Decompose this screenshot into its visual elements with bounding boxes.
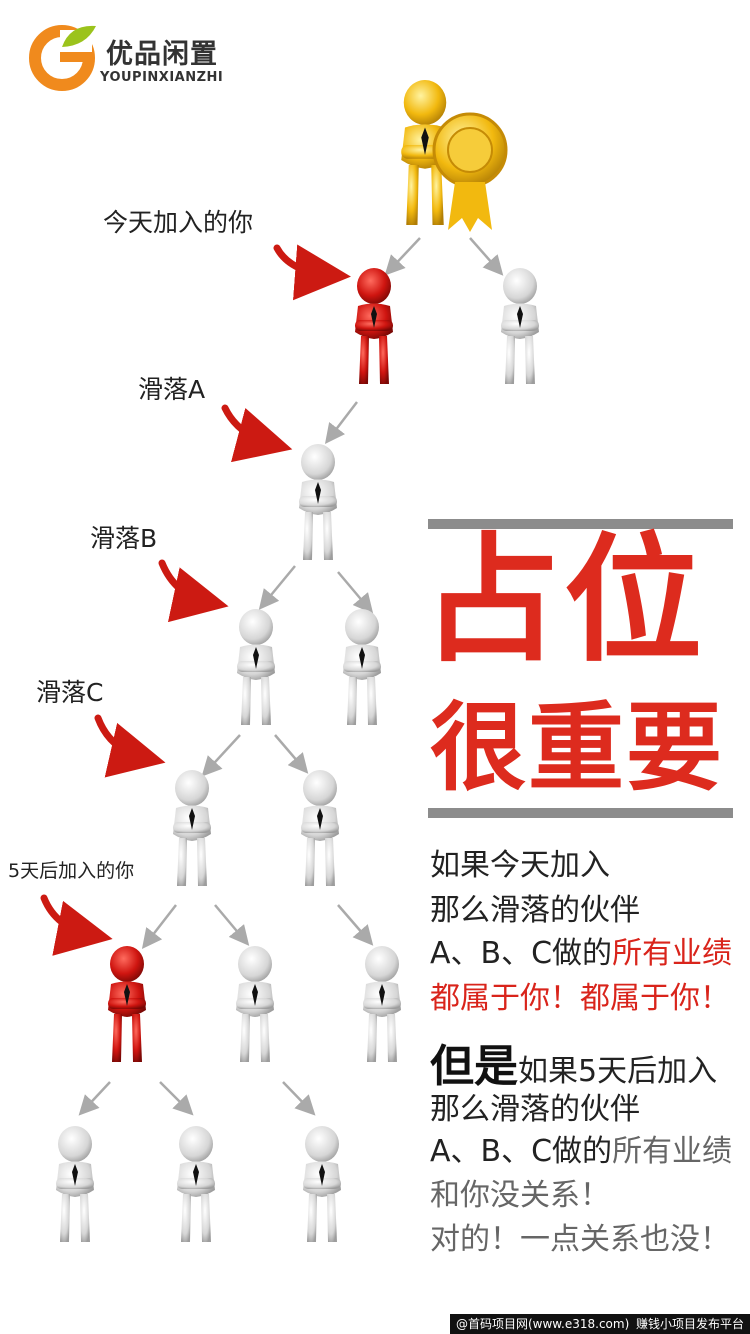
text-line-4: 都属于你！都属于你！ (430, 981, 730, 1016)
text-line-2: 那么滑落的伙伴 (430, 893, 640, 928)
headline-line1: 占位 (422, 520, 707, 681)
divider-top (428, 519, 733, 529)
red-figure-today (355, 268, 393, 384)
headline-line2: 很重要 (430, 692, 724, 804)
logo-name: 优品闲置 (106, 39, 218, 70)
text-line-8: 和你没关系！ (430, 1178, 610, 1213)
divider-bottom (428, 808, 733, 818)
text-line-9: 对的！一点关系也没！ (430, 1222, 730, 1257)
footer-watermark-slogan: 赚钱小项目发布平台 (630, 1314, 750, 1334)
footer-watermark-site: @首码项目网(www.e318.com) (450, 1314, 636, 1334)
gold-leader-figure (401, 80, 508, 232)
label-later-join: 5天后加入的你 (8, 860, 135, 882)
text-line-7: A、B、C做的所有业绩 (430, 1134, 733, 1169)
logo-subtitle: YOUPINXIANZHI (100, 70, 224, 85)
label-slide-c: 滑落C (36, 678, 104, 707)
text-line-3: A、B、C做的所有业绩 (430, 936, 733, 971)
label-slide-b: 滑落B (90, 524, 158, 553)
text-line-5: 但是如果5天后加入 (430, 1041, 718, 1092)
logo-icon (29, 25, 96, 91)
text-line-6: 那么滑落的伙伴 (430, 1092, 640, 1127)
label-today-join: 今天加入的你 (103, 208, 254, 237)
red-figure-later (108, 946, 146, 1062)
text-line-1: 如果今天加入 (430, 848, 610, 883)
label-slide-a: 滑落A (138, 375, 206, 404)
